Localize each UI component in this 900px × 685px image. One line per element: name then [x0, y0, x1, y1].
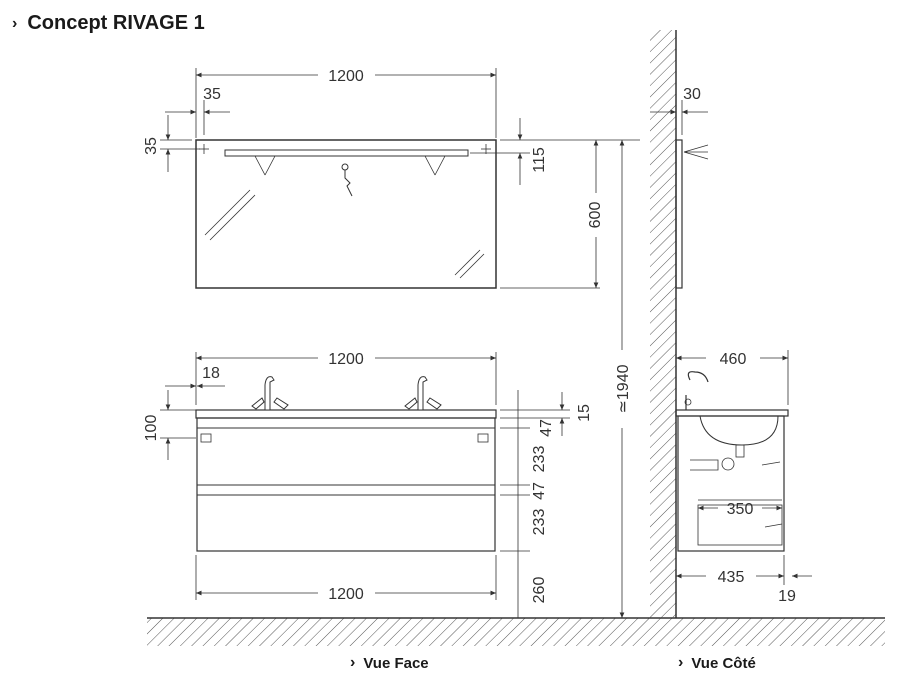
dim-cabinet-width-bottom-label: 1200	[328, 586, 364, 603]
dim-mirror-offset-x-label: 35	[203, 86, 221, 103]
dim-mirror-offset-x	[165, 100, 230, 135]
caption-front: › Vue Face	[350, 654, 429, 672]
chevron-icon: ›	[350, 654, 356, 671]
dim-mirror-width-label: 1200	[328, 68, 364, 85]
dim-mirror-height-label: 600	[587, 202, 604, 229]
dim-cabinet-depth-label: 460	[720, 351, 747, 368]
dim-body-depth-label: 435	[718, 569, 745, 586]
mirror-side	[675, 139, 709, 289]
dim-cabinet-width-top-label: 1200	[328, 351, 364, 368]
dim-total-height-label: ≃1940	[615, 364, 632, 413]
dim-mirror-light-label: 115	[531, 147, 548, 173]
dim-right-stack	[500, 390, 570, 618]
dim-mirror-depth-label: 30	[683, 86, 701, 103]
dim-cabinet-width-bottom	[195, 555, 497, 600]
dim-drawer-1-label: 233	[531, 446, 548, 473]
dim-top-height	[160, 390, 196, 460]
dim-base-height-label: 260	[531, 577, 548, 604]
caption-front-text: Vue Face	[363, 654, 429, 672]
caption-side-text: Vue Côté	[691, 654, 756, 672]
page-title: › Concept RIVAGE 1	[12, 12, 205, 35]
dim-body-depth	[676, 555, 812, 585]
dim-worktop-label: 15	[576, 404, 593, 422]
dim-top-height-label: 100	[143, 415, 160, 442]
title-text: Concept RIVAGE 1	[27, 12, 205, 34]
dim-drawer-depth-label: 350	[727, 501, 754, 518]
dim-cabinet-width-top	[195, 352, 497, 405]
mirror-front	[195, 139, 497, 289]
dim-mirror-offset-y-label: 35	[143, 137, 160, 155]
dim-total-height	[600, 139, 640, 618]
tap-left	[251, 376, 289, 411]
floor	[147, 617, 885, 646]
dim-drawer-gap-1-label: 47	[538, 419, 555, 437]
dim-mirror-offset-y	[160, 115, 200, 172]
cabinet-front	[195, 409, 497, 552]
chevron-icon: ›	[12, 14, 18, 32]
cabinet-side	[675, 371, 789, 552]
dim-tap-offset-label: 18	[202, 365, 220, 382]
wall	[650, 30, 677, 618]
dim-mirror-depth	[650, 100, 708, 135]
dim-cabinet-depth	[676, 350, 789, 405]
dim-mirror-light	[470, 118, 600, 185]
dim-mirror-height	[500, 140, 600, 289]
dim-drawer-2-label: 233	[531, 509, 548, 536]
dim-front-thickness-label: 19	[778, 588, 796, 605]
caption-side: › Vue Côté	[678, 654, 756, 672]
dim-mirror-width	[195, 68, 497, 138]
dim-drawer-gap-2-label: 47	[531, 482, 548, 500]
chevron-icon: ›	[678, 654, 684, 671]
tap-right	[404, 376, 442, 411]
